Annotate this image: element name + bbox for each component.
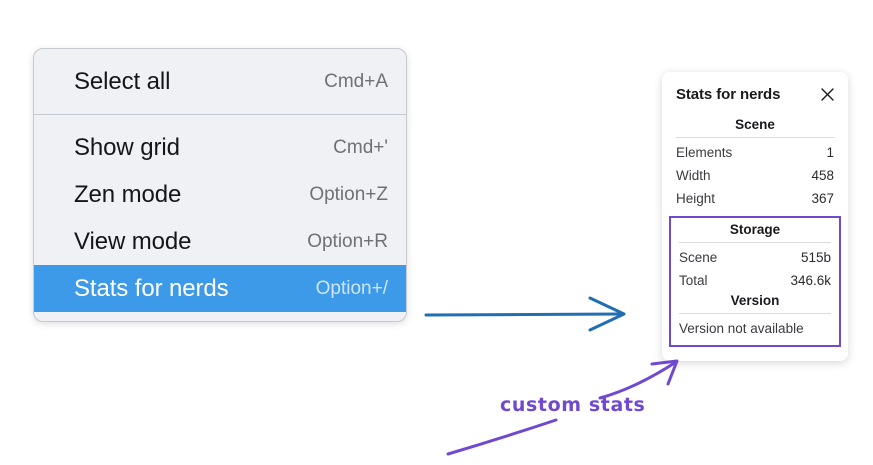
section-divider (679, 313, 831, 314)
menu-group-2: Show grid Cmd+' Zen mode Option+Z View m… (34, 114, 406, 312)
menu-item-shortcut: Cmd+' (333, 136, 388, 158)
menu-item-zen-mode[interactable]: Zen mode Option+Z (34, 171, 406, 218)
version-text: Version not available (679, 321, 804, 336)
stat-value: 515b (800, 250, 831, 265)
stat-value: 1 (826, 145, 834, 160)
stat-key: Elements (676, 145, 733, 160)
menu-item-label: Stats for nerds (74, 274, 229, 302)
section-title-storage: Storage (729, 222, 781, 237)
custom-stats-highlight-box: Storage Scene 515b Total 346.6k Version … (669, 216, 841, 347)
menu-item-shortcut: Option+Z (309, 183, 388, 205)
section-version: Version Version not available (671, 292, 839, 340)
section-title-scene: Scene (735, 117, 775, 132)
menu-item-select-all[interactable]: Select all Cmd+A (34, 58, 406, 105)
section-title-version: Version (730, 293, 780, 308)
menu-item-shortcut: Cmd+A (324, 70, 388, 92)
panel-header: Stats for nerds (662, 86, 848, 103)
stat-key: Height (676, 191, 716, 206)
menu-group-1: Select all Cmd+A (34, 58, 406, 114)
section-divider (676, 137, 834, 138)
menu-item-view-mode[interactable]: View mode Option+R (34, 218, 406, 265)
menu-item-show-grid[interactable]: Show grid Cmd+' (34, 124, 406, 171)
panel-title: Stats for nerds (676, 86, 781, 103)
section-storage: Storage Scene 515b Total 346.6k (671, 221, 839, 292)
menu-item-label: Zen mode (74, 180, 182, 208)
stat-value: 346.6k (790, 273, 831, 288)
annotation-arrow-icon (596, 356, 682, 404)
section-divider (679, 242, 831, 243)
stat-key: Width (676, 168, 711, 183)
annotation-tail-line (444, 416, 562, 460)
stat-key: Scene (679, 250, 718, 265)
menu-item-label: Show grid (74, 133, 180, 161)
stats-for-nerds-panel[interactable]: Stats for nerds Scene Elements 1 Width 4… (662, 72, 848, 361)
arrow-right-icon (424, 292, 636, 336)
menu-item-label: Select all (74, 67, 171, 95)
stat-row: Elements 1 (662, 141, 848, 164)
annotation-label: custom stats (500, 394, 646, 416)
close-icon[interactable] (820, 87, 835, 102)
stat-value: 367 (811, 191, 834, 206)
menu-item-shortcut: Option+R (307, 230, 388, 252)
stat-row: Total 346.6k (671, 269, 839, 292)
stat-key: Total (679, 273, 708, 288)
menu-item-label: View mode (74, 227, 192, 255)
menu-item-shortcut: Option+/ (315, 277, 388, 299)
stat-value: 458 (811, 168, 834, 183)
menu-item-stats-for-nerds[interactable]: Stats for nerds Option+/ (34, 265, 406, 312)
stat-row: Width 458 (662, 164, 848, 187)
section-scene: Scene Elements 1 Width 458 Height 367 (662, 116, 848, 210)
stat-row: Height 367 (662, 187, 848, 210)
context-menu[interactable]: Select all Cmd+A Show grid Cmd+' Zen mod… (33, 48, 407, 322)
stat-row: Scene 515b (671, 246, 839, 269)
